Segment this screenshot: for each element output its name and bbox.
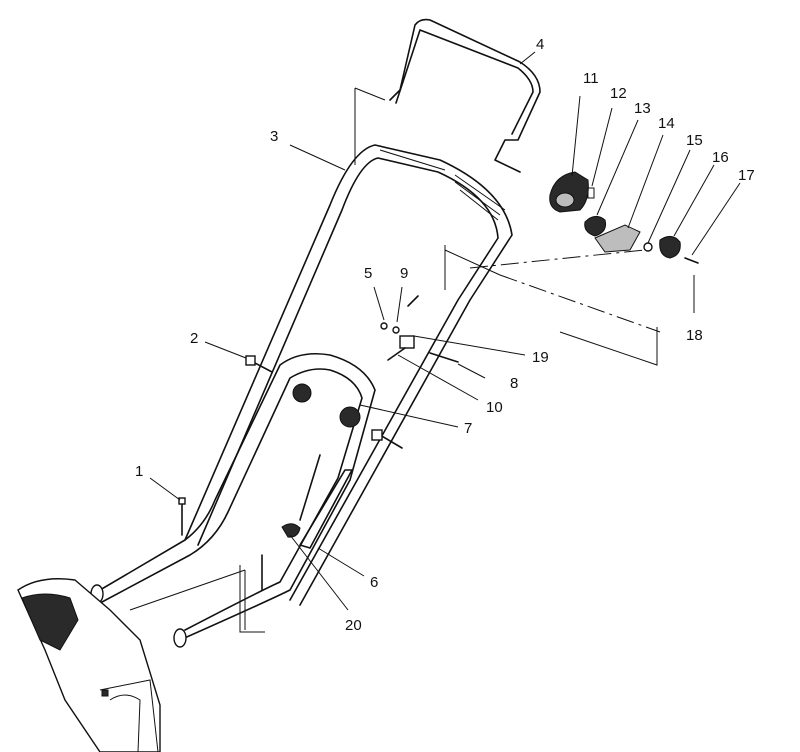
callout-20: 20 bbox=[345, 617, 362, 634]
bail-wire bbox=[389, 18, 541, 173]
callout-12: 12 bbox=[610, 85, 627, 102]
callout-2: 2 bbox=[190, 330, 198, 347]
callout-9: 9 bbox=[400, 265, 408, 282]
callout-19: 19 bbox=[532, 349, 549, 366]
alignment-lines bbox=[469, 249, 661, 333]
leader-lines bbox=[149, 51, 741, 611]
callout-15: 15 bbox=[686, 132, 703, 149]
mower-body bbox=[17, 578, 161, 752]
callout-11: 11 bbox=[583, 70, 599, 87]
callout-16: 16 bbox=[712, 149, 729, 166]
upper-handle bbox=[184, 144, 513, 606]
control-assembly bbox=[549, 171, 699, 264]
hardware bbox=[178, 295, 459, 591]
callout-4: 4 bbox=[536, 36, 544, 53]
lower-handle bbox=[99, 352, 376, 641]
callout-6: 6 bbox=[370, 574, 378, 591]
callout-17: 17 bbox=[738, 167, 755, 184]
callout-7: 7 bbox=[464, 420, 472, 437]
callout-labels: 1 2 3 4 5 6 7 8 9 10 11 12 13 14 15 16 1… bbox=[135, 36, 755, 634]
callout-13: 13 bbox=[634, 100, 651, 117]
callout-5: 5 bbox=[364, 265, 372, 282]
callout-10: 10 bbox=[486, 399, 503, 416]
callout-18: 18 bbox=[686, 327, 703, 344]
callout-14: 14 bbox=[658, 115, 675, 132]
background-panels bbox=[129, 87, 658, 633]
callout-8: 8 bbox=[510, 375, 518, 392]
callout-1: 1 bbox=[135, 463, 143, 480]
callout-3: 3 bbox=[270, 128, 278, 145]
